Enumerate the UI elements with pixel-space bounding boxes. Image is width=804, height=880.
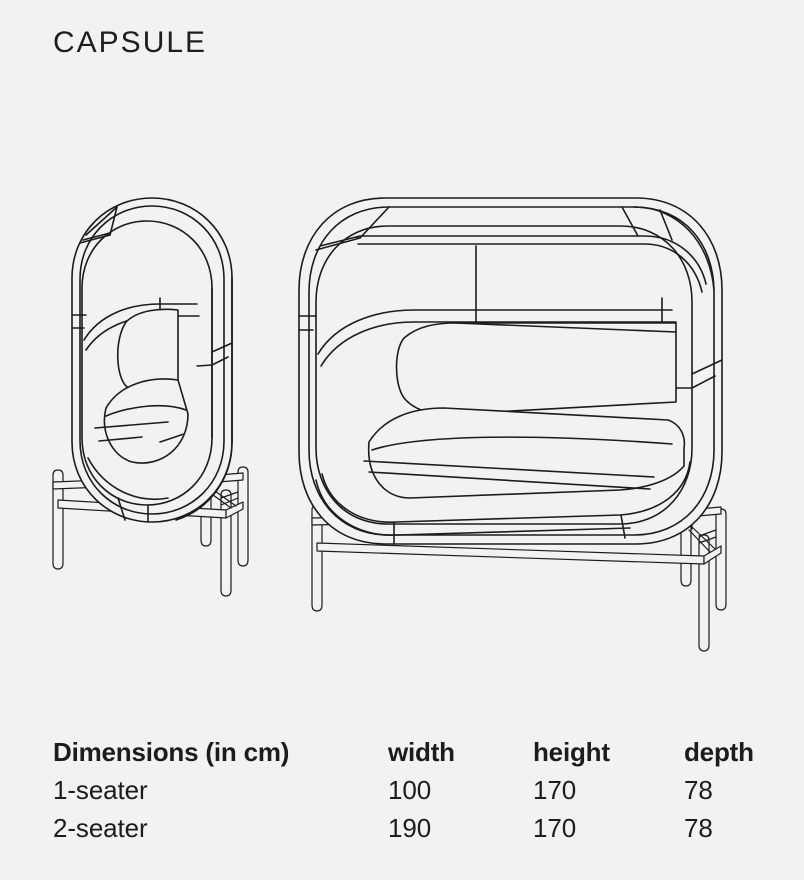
one-seater-seam-side-2 — [196, 356, 229, 367]
one-seater-illustration — [52, 197, 249, 597]
two-seater-top-seam-right — [621, 206, 639, 237]
one-seater-shell-rim — [79, 205, 225, 515]
one-seater-seat-front-edge — [105, 404, 187, 417]
two-seater-seat-stitch-2 — [368, 471, 651, 490]
one-seater-interior-back — [83, 303, 198, 341]
row-label-two-seater: 2-seater — [53, 813, 148, 843]
one-seater-top-rim-line — [82, 232, 111, 241]
two-seater-bottom-seam-b — [620, 514, 626, 539]
one-seater-cavity — [81, 220, 213, 506]
two-seater-seam-side-2 — [671, 375, 716, 389]
one-seater-seat-cushion — [103, 378, 189, 464]
product-illustration — [0, 180, 804, 690]
two-seater-lower-interior — [321, 461, 691, 523]
two-seater-top-rear-edge — [357, 243, 703, 293]
one-seater-seam-side-1 — [211, 342, 233, 353]
two-seater-back-cushion-top — [455, 322, 677, 333]
one-seater-seat-stitch-2 — [98, 436, 143, 442]
row-height-one-seater: 170 — [533, 775, 577, 805]
dimensions-table: Dimensions (in cm) width height depth 1-… — [53, 736, 763, 850]
two-seater-seam-side-1 — [691, 359, 723, 375]
table-row: 1-seater 100 170 78 — [53, 774, 763, 812]
two-seater-shell-rim — [308, 206, 715, 536]
header-height: height — [533, 737, 610, 767]
page-title: CAPSULE — [53, 26, 208, 59]
two-seater-top-seam-right-b — [659, 209, 673, 241]
row-width-one-seater: 100 — [388, 775, 432, 805]
two-seater-seat-cushion — [367, 407, 686, 499]
two-seater-top-corner-seam — [633, 206, 715, 291]
table-header-row: Dimensions (in cm) width height depth — [53, 736, 763, 774]
two-seater-interior-back — [317, 309, 673, 355]
row-depth-two-seater: 78 — [684, 813, 713, 843]
row-width-two-seater: 190 — [388, 813, 432, 843]
one-seater-seat-stitch-3 — [159, 433, 185, 443]
header-width: width — [388, 737, 455, 767]
two-seater-top-front-edge — [319, 235, 707, 285]
one-seater-lower-interior — [87, 457, 169, 500]
two-seater-seat-front-top — [371, 436, 673, 451]
two-seater-cavity — [315, 225, 693, 525]
row-height-two-seater: 170 — [533, 813, 577, 843]
two-seater-illustration — [298, 197, 727, 652]
two-seater-bottom-band — [315, 479, 631, 536]
one-seater-side-wall — [175, 277, 233, 521]
two-seater-seat-stitch-1 — [363, 460, 655, 478]
row-label-one-seater: 1-seater — [53, 775, 148, 805]
table-row: 2-seater 190 170 78 — [53, 812, 763, 850]
one-seater-top-panel — [85, 206, 118, 236]
one-seater-bottom-seam-2 — [117, 497, 126, 521]
two-seater-interior-back-lower — [320, 321, 677, 367]
row-depth-one-seater: 78 — [684, 775, 713, 805]
two-seater-back-cushion — [395, 322, 677, 416]
header-depth: depth — [684, 737, 754, 767]
header-dimensions-label: Dimensions (in cm) — [53, 737, 290, 767]
one-seater-seat-stitch-1 — [94, 421, 169, 429]
